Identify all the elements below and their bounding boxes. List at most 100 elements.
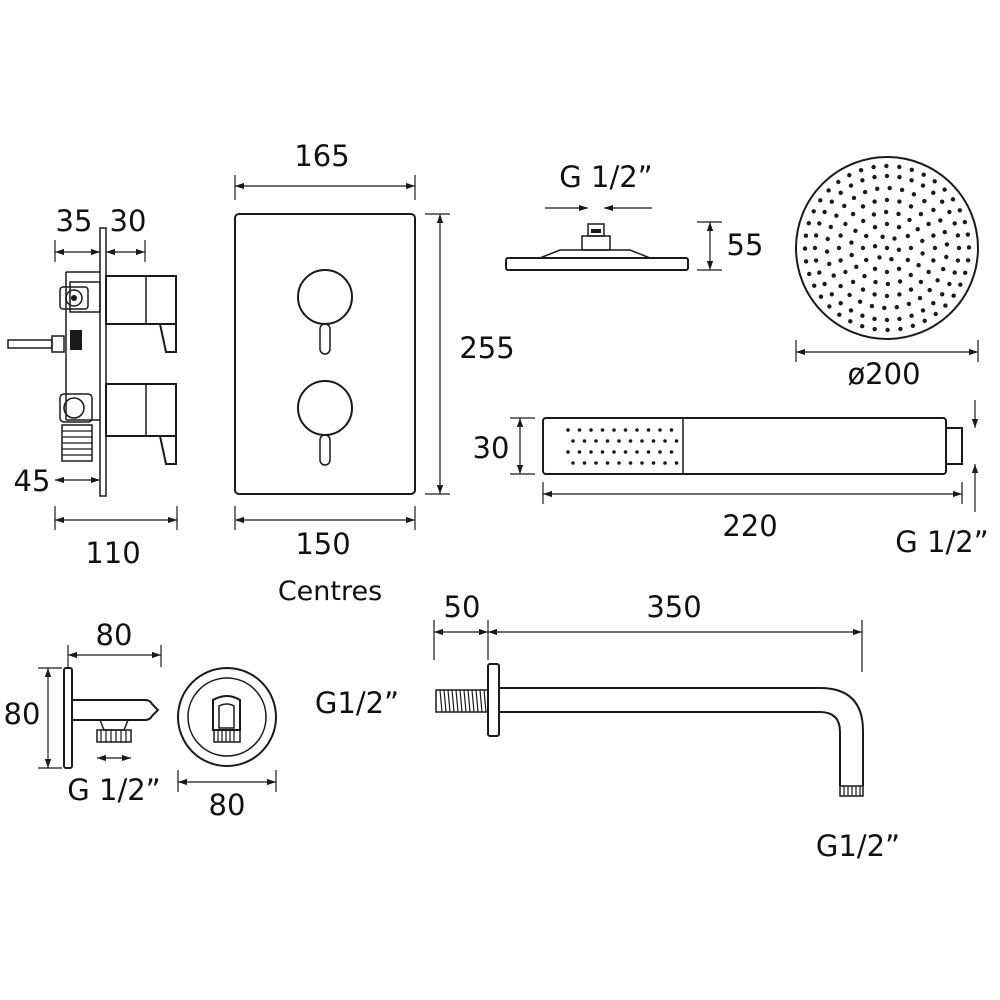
showerhead-thread-label: G 1/2”	[559, 160, 652, 194]
nozzle-dot	[897, 199, 902, 204]
nozzle-dot	[897, 279, 903, 284]
handset-thread-label: G 1/2”	[895, 525, 988, 559]
nozzle-dot	[908, 272, 913, 278]
nozzle-dot	[812, 245, 818, 251]
nozzle-dot	[963, 270, 968, 275]
nozzle-dot	[909, 313, 914, 318]
nozzle-dot	[884, 163, 889, 169]
nozzle-dot	[942, 187, 947, 192]
handset-body	[542, 417, 947, 475]
nozzle-dot	[920, 251, 925, 256]
nozzle-dot	[871, 212, 877, 217]
nozzle-dot	[882, 305, 887, 311]
nozzle-dot	[922, 318, 927, 323]
arm-flange-label: 50	[444, 590, 481, 624]
valve-upper-fitting-hole	[65, 289, 83, 307]
shower-arm-view: 50 350 G1/2” G1/2”	[315, 590, 900, 863]
valve-lower-lever	[159, 435, 177, 465]
dim-45-label: 45	[14, 464, 51, 498]
nozzle-dot	[935, 278, 940, 283]
nozzle-dot	[884, 245, 890, 251]
outlet-front-rose	[177, 667, 277, 767]
valve-lower-thread-lines	[62, 430, 92, 456]
nozzle-dot	[864, 257, 869, 263]
nozzle-dot	[950, 197, 956, 202]
nozzle-dot	[885, 327, 890, 333]
nozzle-dot	[947, 209, 952, 215]
nozzle-dot	[829, 199, 834, 204]
nozzle-dot	[918, 211, 924, 217]
nozzle-dot	[926, 269, 931, 275]
arm-wall-flange	[487, 663, 500, 737]
nozzle-dot	[920, 308, 926, 313]
nozzle-dot	[917, 295, 923, 301]
spray-hole-dot	[600, 428, 605, 432]
handset-diameter-label: 30	[473, 431, 510, 465]
nozzle-dot	[860, 204, 866, 209]
nozzle-dot	[910, 323, 916, 328]
showerhead-face-outline	[795, 156, 979, 340]
nozzle-dot	[908, 204, 914, 209]
thread-hatch-line	[463, 689, 467, 713]
nozzle-dot	[843, 221, 848, 227]
nozzle-dot	[897, 316, 902, 322]
outlet-front-body	[212, 695, 241, 731]
dim-110-label: 110	[85, 536, 140, 570]
valve-upper-fitting-core	[71, 295, 77, 301]
outlet-thread-label: G 1/2”	[67, 773, 160, 807]
nozzle-dot	[931, 233, 936, 238]
showerhead-thread-mark	[591, 229, 601, 233]
nozzle-dot	[906, 301, 912, 307]
nozzle-dot	[931, 301, 936, 306]
nozzle-dot	[956, 245, 962, 251]
valve-lower-fitting	[59, 393, 93, 423]
valve-upper-fitting	[59, 286, 89, 310]
dim-35-label: 35	[56, 204, 93, 238]
outlet-thread-lines	[100, 730, 127, 742]
nozzle-dot	[892, 236, 897, 241]
thread-hatch-line	[479, 689, 483, 713]
upper-control-lever	[319, 323, 331, 355]
nozzle-dot	[822, 209, 827, 215]
nozzle-dot	[871, 164, 876, 170]
arm-pipe-bottom	[499, 711, 841, 786]
nozzle-dot	[931, 258, 936, 263]
arm-outlet-thread-lines	[843, 786, 861, 796]
spray-hole-dot	[577, 450, 582, 454]
nozzle-dot	[847, 173, 852, 178]
nozzle-dot	[931, 190, 936, 195]
nozzle-dot	[940, 292, 945, 297]
nozzle-dot	[872, 244, 878, 249]
spray-hole-dot	[674, 439, 679, 443]
nozzle-dot	[836, 179, 841, 185]
nozzle-dot	[807, 271, 812, 277]
nozzle-dot	[875, 186, 880, 191]
valve-side-view: 35 30 45 110	[7, 204, 178, 570]
nozzle-dot	[952, 270, 957, 275]
nozzle-dot	[916, 263, 921, 268]
nozzle-dot	[872, 316, 877, 322]
showerhead-face-view: ø200	[795, 156, 979, 391]
nozzle-dot	[884, 173, 890, 179]
nozzle-dot	[944, 254, 949, 260]
valve-upper-lever	[159, 323, 177, 353]
nozzle-dot	[921, 172, 926, 177]
nozzle-dot	[957, 208, 962, 213]
nozzle-dot	[842, 203, 847, 209]
nozzle-dot	[941, 266, 946, 272]
nozzle-dot	[848, 183, 854, 188]
nozzle-dot	[827, 304, 832, 309]
nozzle-dot	[884, 293, 890, 299]
nozzle-dot	[813, 258, 819, 263]
handset-view: 30 220 G 1/2”	[473, 400, 989, 559]
nozzle-dot	[884, 197, 890, 203]
faceplate-outline	[234, 213, 416, 495]
nozzle-dot	[894, 305, 899, 310]
nozzle-dot	[897, 174, 902, 180]
spray-hole-dot	[669, 450, 674, 454]
spray-hole-dot	[646, 450, 651, 454]
nozzle-dot	[847, 292, 852, 298]
dim-255-label: 255	[459, 331, 514, 365]
spray-hole-dot	[646, 428, 651, 432]
nozzle-dot	[818, 294, 824, 299]
